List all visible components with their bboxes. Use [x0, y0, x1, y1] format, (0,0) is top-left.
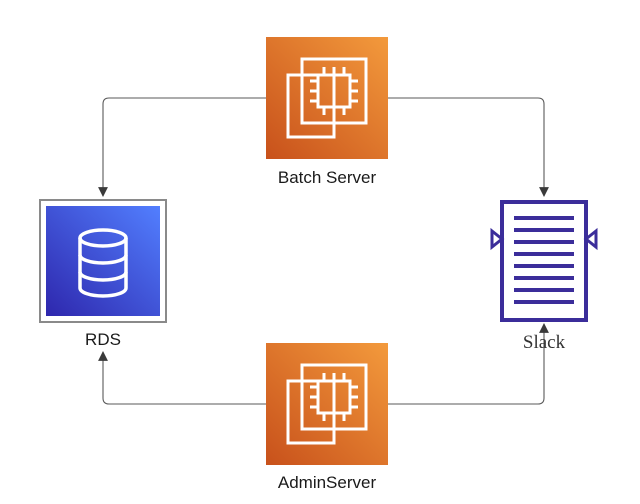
- rds-tile: [46, 206, 160, 316]
- admin-server-node[interactable]: [266, 343, 388, 465]
- slack-label: Slack: [522, 332, 566, 353]
- document-icon: [490, 200, 598, 322]
- edge-admin-to-slack: [388, 323, 549, 405]
- batch-server-label: Batch Server: [277, 168, 377, 187]
- ec2-tile: [266, 343, 388, 465]
- edge-batch-to-rds: [98, 97, 266, 197]
- rds-label: RDS: [85, 330, 121, 349]
- edge-admin-to-rds: [98, 351, 266, 405]
- connectors: [98, 97, 549, 405]
- slack-node[interactable]: [490, 200, 598, 322]
- batch-server-node[interactable]: [266, 37, 388, 159]
- admin-server-label: AdminServer: [277, 473, 377, 492]
- database-icon: [78, 228, 128, 298]
- rds-node[interactable]: [39, 199, 167, 323]
- ec2-instance-icon: [286, 57, 368, 139]
- edge-batch-to-slack: [388, 97, 549, 197]
- ec2-tile: [266, 37, 388, 159]
- ec2-instance-icon: [286, 363, 368, 445]
